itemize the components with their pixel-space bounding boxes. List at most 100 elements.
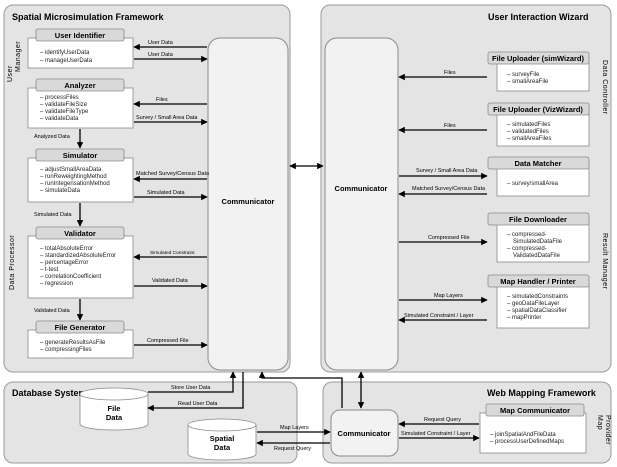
side-label-map: Map [596, 415, 603, 430]
svg-text:– totalAbsoluteError: – totalAbsoluteError [40, 246, 93, 252]
svg-text:– smallAreaFile: – smallAreaFile [507, 79, 549, 85]
svg-text:User Data: User Data [148, 40, 174, 46]
component-file-uploader-sim: File Uploader (simWizard) – surveyFile –… [487, 51, 590, 92]
svg-text:Store User Data: Store User Data [171, 385, 211, 391]
arrows-right [398, 73, 488, 324]
svg-text:Map Handler / Printer: Map Handler / Printer [500, 277, 576, 286]
svg-text:Simulated Data: Simulated Data [147, 190, 186, 196]
svg-text:Files: Files [444, 70, 456, 76]
svg-text:– processFiles: – processFiles [40, 95, 79, 101]
arrow-labels-left: User Data User Data Files Survey / Small… [34, 40, 210, 344]
component-map-communicator: Map Communicator – joinSpatialAndFileDat… [479, 403, 587, 454]
svg-text:– runReweightingMethod: – runReweightingMethod [40, 174, 107, 180]
arrows-inter-panel [147, 162, 480, 447]
svg-text:– joinSpatialAndFileData: – joinSpatialAndFileData [490, 432, 556, 438]
svg-text:– validateFileSize: – validateFileSize [40, 102, 88, 108]
svg-text:Survey / Small Area Data: Survey / Small Area Data [136, 115, 198, 121]
svg-text:– mapPrinter: – mapPrinter [507, 315, 541, 321]
svg-text:– percentageError: – percentageError [40, 260, 88, 266]
database-spatial-data: Spatial Data [187, 418, 257, 461]
communicator-right-label: Communicator [335, 184, 388, 193]
svg-text:– compressed-: – compressed- [507, 246, 547, 252]
svg-text:– regression: – regression [40, 281, 73, 287]
svg-text:– spatialDataClassifier: – spatialDataClassifier [507, 308, 567, 314]
svg-text:SimulatedDataFile: SimulatedDataFile [513, 239, 563, 245]
svg-text:– manageUserData: – manageUserData [40, 58, 93, 64]
svg-text:File Uploader (VizWizard): File Uploader (VizWizard) [493, 105, 583, 114]
svg-text:Validated Data: Validated Data [152, 278, 189, 284]
svg-text:– survey/smallArea: – survey/smallArea [507, 181, 559, 187]
svg-text:Analyzer: Analyzer [64, 81, 95, 90]
svg-text:Analyzed Data: Analyzed Data [34, 134, 71, 140]
svg-text:Files: Files [156, 97, 168, 103]
svg-text:Data: Data [106, 413, 123, 422]
communicator-bottom-label: Communicator [338, 429, 391, 438]
svg-text:– identifyUserData: – identifyUserData [40, 50, 90, 56]
svg-text:– runIntegerisationMethod: – runIntegerisationMethod [40, 181, 110, 187]
svg-text:ValidatedDataFile: ValidatedDataFile [513, 253, 561, 259]
communicator-left-label: Communicator [222, 197, 275, 206]
side-label-data-processor: Data Processor [9, 235, 16, 290]
svg-text:– simulateData: – simulateData [40, 188, 81, 194]
svg-text:File Generator: File Generator [55, 323, 106, 332]
panel-title-spatial: Spatial Microsimulation Framework [12, 12, 165, 22]
svg-text:Survey / Small Area Data: Survey / Small Area Data [416, 168, 478, 174]
database-file-data: File Data [79, 387, 149, 431]
svg-text:File: File [108, 404, 121, 413]
svg-text:Spatial: Spatial [210, 434, 235, 443]
svg-text:– t-test: – t-test [40, 267, 59, 273]
component-analyzer: Analyzer – processFiles – validateFileSi… [27, 78, 134, 129]
svg-text:Data: Data [214, 443, 231, 452]
svg-text:– validateFileType: – validateFileType [40, 109, 89, 115]
svg-text:Request Query: Request Query [274, 446, 311, 452]
panel-title-wizard: User Interaction Wizard [488, 12, 588, 22]
svg-text:Validated Data: Validated Data [34, 308, 71, 314]
svg-text:Simulated Constraint / Layer: Simulated Constraint / Layer [404, 313, 474, 319]
svg-text:File Uploader (simWizard): File Uploader (simWizard) [492, 54, 585, 63]
component-file-generator: File Generator – generateResultsAsFile –… [27, 320, 134, 359]
svg-text:– compressed-: – compressed- [507, 232, 547, 238]
side-label-data-controller: Data Controller [601, 60, 608, 115]
svg-text:Compressed File: Compressed File [147, 338, 189, 344]
component-data-matcher: Data Matcher – survey/smallArea [487, 156, 590, 197]
svg-text:– adjustSmallAreaData: – adjustSmallAreaData [40, 167, 102, 173]
svg-text:– simulatedConstraints: – simulatedConstraints [507, 294, 568, 300]
svg-text:Map Layers: Map Layers [280, 425, 309, 431]
communicator-bottom: Communicator [330, 409, 399, 457]
svg-text:Files: Files [444, 123, 456, 129]
component-file-uploader-viz: File Uploader (VizWizard) – simulatedFil… [487, 102, 590, 147]
svg-text:Compressed File: Compressed File [428, 235, 470, 241]
component-user-identifier: User Identifier – identifyUserData – man… [27, 28, 134, 69]
svg-text:– surveyFile: – surveyFile [507, 72, 540, 78]
svg-text:Matched Survey/Census Data: Matched Survey/Census Data [136, 171, 210, 177]
svg-text:– standardizedAbsoluteError: – standardizedAbsoluteError [40, 253, 116, 259]
component-map-handler-printer: Map Handler / Printer – simulatedConstra… [487, 274, 590, 329]
svg-text:Simulated Constraint / Layer: Simulated Constraint / Layer [401, 431, 471, 437]
component-file-downloader: File Downloader – compressed- SimulatedD… [487, 212, 590, 263]
svg-text:Simulated Constraint: Simulated Constraint [150, 250, 195, 256]
svg-text:– validatedFiles: – validatedFiles [507, 129, 549, 135]
svg-text:Data Matcher: Data Matcher [514, 159, 561, 168]
arrow-labels-right: Files Files Survey / Small Area Data Mat… [404, 70, 486, 319]
svg-text:– simulatedFiles: – simulatedFiles [507, 122, 550, 128]
side-label-manager: Manager [15, 41, 22, 72]
svg-text:File Downloader: File Downloader [509, 215, 567, 224]
svg-text:User Identifier: User Identifier [55, 31, 106, 40]
arrow-labels-bottom: Store User Data Read User Data Map Layer… [171, 385, 471, 452]
svg-text:User Data: User Data [148, 52, 174, 58]
svg-text:– compressingFiles: – compressingFiles [40, 347, 92, 353]
svg-text:Simulated Data: Simulated Data [34, 212, 73, 218]
side-label-user: User [7, 65, 14, 82]
arrows-left [76, 43, 208, 349]
svg-text:Simulator: Simulator [63, 151, 98, 160]
svg-text:Validator: Validator [64, 229, 96, 238]
communicator-left: Communicator [207, 37, 289, 371]
component-validator: Validator – totalAbsoluteError – standar… [27, 226, 134, 299]
svg-text:Request Query: Request Query [424, 417, 461, 423]
panel-title-database: Database System [12, 388, 87, 398]
side-label-provider: Provider [604, 415, 611, 445]
svg-text:Map Communicator: Map Communicator [500, 406, 570, 415]
svg-text:Matched Survey/Census Data: Matched Survey/Census Data [412, 186, 486, 192]
svg-text:– generateResultsAsFile: – generateResultsAsFile [40, 340, 106, 346]
